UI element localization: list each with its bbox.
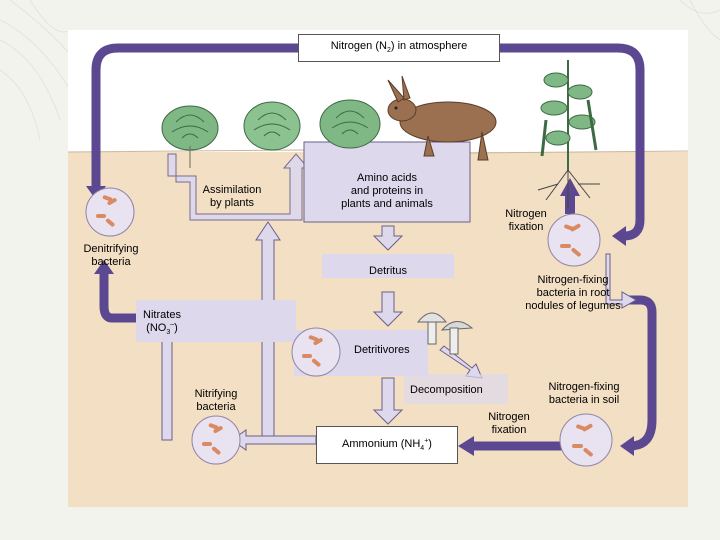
ammonium-box — [316, 426, 458, 464]
atmosphere-box — [298, 34, 500, 62]
denitrifying-line-2: bacteria — [91, 256, 131, 268]
nitrifying-line-1: Nitrifying — [194, 388, 238, 400]
arrow-fixation-to-soil — [622, 295, 657, 451]
cabbage-icon — [161, 105, 219, 168]
nitrogen-fixation-bottom-line-2: fixation — [491, 424, 527, 436]
cabbage-icon — [243, 101, 301, 151]
decomposition-label: Decomposition — [410, 384, 483, 396]
nitrogen-fixation-bottom-label: Nitrogen fixation — [480, 411, 538, 437]
amino-acids-label: Amino acids and proteins in plants and a… — [304, 172, 470, 211]
mushroom-icon — [416, 312, 474, 355]
amino-acids-line-2: and proteins in — [350, 185, 424, 197]
nitrates-pre: (NO — [146, 322, 167, 334]
amino-acids-line-3: plants and animals — [341, 198, 433, 210]
arrow-assimilation-to-amino — [167, 153, 310, 221]
bacteria-icon — [191, 415, 241, 465]
detritivores-label: Detritivores — [354, 344, 410, 356]
nitrates-line-2: (NO3–) — [136, 321, 188, 337]
ammonium-label-pre: Ammonium (NH — [342, 438, 421, 450]
rabbit-icon — [387, 75, 497, 161]
assimilation-line-1: Assimilation — [202, 184, 262, 196]
soil-bacteria-label: Nitrogen-fixing bacteria in soil — [536, 381, 632, 407]
root-nodules-label: Nitrogen-fixing bacteria in root nodules… — [514, 274, 632, 313]
amino-acids-box — [303, 141, 471, 223]
atmosphere-label-pre: Nitrogen (N — [330, 40, 387, 52]
ammonium-label-sup: + — [424, 437, 429, 445]
denitrifying-label: Denitrifying bacteria — [74, 243, 148, 269]
arrow-fixation-loop — [605, 253, 638, 309]
detritus-label: Detritus — [369, 265, 407, 277]
nitrifying-line-2: bacteria — [196, 401, 236, 413]
arrow-detritivores-to-ammonium — [372, 377, 404, 425]
root-nodules-line-3: nodules of legumes — [525, 300, 621, 312]
bacteria-icon — [85, 187, 135, 237]
bacteria-icon — [547, 213, 601, 267]
arrow-detritus-to-detritivores — [372, 291, 404, 327]
nitrogen-fixation-top-line-2: fixation — [508, 221, 544, 233]
nitrates-sub: 3 — [166, 329, 171, 337]
detritus-box — [322, 254, 454, 278]
amino-acids-line-1: Amino acids — [357, 172, 417, 184]
cabbage-icon — [319, 99, 381, 149]
assimilation-label: Assimilation by plants — [192, 184, 272, 210]
nitrates-line-1: Nitrates — [143, 309, 181, 321]
bacteria-icon — [559, 413, 613, 467]
nitrates-sup: – — [170, 321, 175, 329]
nitrates-label: Nitrates (NO3–) — [136, 309, 188, 337]
ammonium-label-sub: 4 — [420, 445, 425, 453]
root-nodules-line-1: Nitrogen-fixing — [537, 274, 609, 286]
arrow-atmosphere-to-left — [91, 43, 298, 190]
nitrifying-label: Nitrifying bacteria — [184, 388, 248, 414]
ammonium-label: Ammonium (NH4+) — [316, 437, 458, 453]
nitrates-post: ) — [174, 322, 178, 334]
bacteria-icon — [291, 327, 341, 377]
atmosphere-label-sub: 2 — [386, 47, 391, 55]
nitrates-box — [136, 300, 296, 342]
soil-bacteria-line-1: Nitrogen-fixing — [548, 381, 620, 393]
denitrifying-line-1: Denitrifying — [83, 243, 139, 255]
root-nodules-line-2: bacteria in root — [536, 287, 610, 299]
assimilation-line-2: by plants — [209, 197, 255, 209]
arrow-nitrates-to-denitrifying — [99, 270, 136, 323]
arrow-atmosphere-to-right — [500, 43, 645, 241]
soil-bacteria-line-2: bacteria in soil — [548, 394, 620, 406]
nitrogen-fixation-top-line-1: Nitrogen — [505, 208, 547, 220]
ammonium-label-post: ) — [428, 438, 432, 450]
atmosphere-label-post: ) in atmosphere — [390, 40, 468, 52]
nitrogen-fixation-bottom-line-1: Nitrogen — [488, 411, 530, 423]
nitrogen-fixation-top-label: Nitrogen fixation — [496, 208, 556, 234]
legume-plant-icon — [537, 60, 600, 208]
atmosphere-label: Nitrogen (N2) in atmosphere — [298, 40, 500, 55]
arrow-amino-to-detritus — [372, 225, 404, 251]
decomposition-band — [404, 374, 508, 404]
